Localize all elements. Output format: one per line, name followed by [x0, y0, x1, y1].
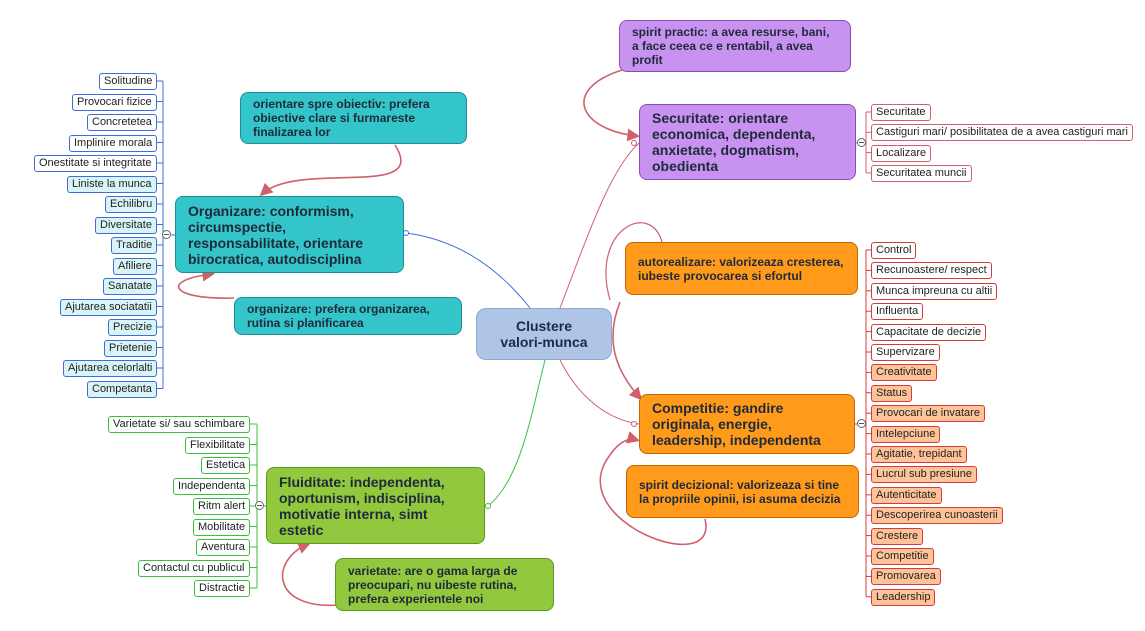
- competitie-item[interactable]: Promovarea: [871, 568, 941, 586]
- note-organizare[interactable]: organizare: prefera organizarea, rutina …: [234, 297, 462, 335]
- competitie-item[interactable]: Crestere: [871, 527, 924, 545]
- topic-fluiditate[interactable]: Fluiditate: independenta, oportunism, in…: [266, 467, 485, 544]
- competitie-item[interactable]: Creativitate: [871, 364, 937, 382]
- fluiditate-item[interactable]: Ritm alert: [193, 498, 251, 515]
- organizare-item[interactable]: Ajutarea celorlalti: [63, 360, 158, 377]
- organizare-item[interactable]: Solitudine: [99, 73, 158, 90]
- securitate-item[interactable]: Securitate: [871, 104, 931, 121]
- competitie-item[interactable]: Capacitate de decizie: [871, 323, 987, 341]
- competitie-item[interactable]: Autenticitate: [871, 486, 942, 504]
- organizare-item[interactable]: Concretetea: [87, 114, 157, 131]
- organizare-item[interactable]: Echilibru: [105, 196, 158, 213]
- fluiditate-item[interactable]: Contactul cu publicul: [138, 559, 250, 577]
- branch-center-fluiditate: [487, 359, 546, 507]
- topic-organizare-label: Organizare: conformism, circumspectie, r…: [188, 202, 364, 267]
- competitie-collapse-toggle[interactable]: [857, 419, 866, 428]
- note-spirit-practic[interactable]: spirit practic: a avea resurse, bani, a …: [619, 20, 851, 72]
- note-autorealizare-label: autorealizare: valorizeaza cresterea, iu…: [638, 254, 844, 283]
- arrow-competitie-note-tip: [609, 431, 641, 456]
- central-topic-label: Clustere valori-munca: [500, 318, 588, 350]
- fluiditate-item[interactable]: Independenta: [173, 477, 251, 495]
- link-competitie-top: [605, 222, 663, 301]
- topic-competitie-label: Competitie: gandire originala, energie, …: [652, 400, 821, 448]
- competitie-item[interactable]: Intelepciune: [871, 425, 941, 443]
- securitate-item[interactable]: Castiguri mari/ posibilitatea de a avea …: [871, 124, 1133, 142]
- competitie-item[interactable]: Competitie: [871, 548, 934, 565]
- competitie-item[interactable]: Control: [871, 242, 917, 259]
- organizare-item[interactable]: Ajutarea sociatatii: [60, 298, 157, 316]
- organizare-collapse-toggle[interactable]: [162, 230, 171, 239]
- note-orientare-obiectiv[interactable]: orientare spre obiectiv: prefera obiecti…: [240, 92, 467, 144]
- fluiditate-item[interactable]: Aventura: [196, 539, 250, 556]
- competitie-item[interactable]: Supervizare: [871, 344, 940, 361]
- note-orientare-obiectiv-label: orientare spre obiectiv: prefera obiecti…: [253, 97, 430, 139]
- connector-endpoint-dot: [631, 140, 637, 146]
- organizare-item[interactable]: Traditie: [111, 237, 158, 254]
- note-spirit-decizional-label: spirit decizional: valorizeaza si tine l…: [639, 477, 841, 506]
- topic-securitate[interactable]: Securitate: orientare economica, depende…: [639, 104, 856, 180]
- note-spirit-decizional[interactable]: spirit decizional: valorizeaza si tine l…: [626, 465, 859, 518]
- note-varietate[interactable]: varietate: are o gama larga de preocupar…: [335, 558, 554, 611]
- fluiditate-item[interactable]: Estetica: [201, 457, 251, 474]
- arrow-note-fluiditate: [282, 541, 341, 607]
- organizare-item[interactable]: Competanta: [87, 380, 157, 398]
- arrow-note-securitate: [583, 69, 641, 142]
- organizare-item[interactable]: Implinire morala: [69, 134, 158, 152]
- competitie-item[interactable]: Influenta: [871, 303, 924, 321]
- competitie-item[interactable]: Recunoastere/ respect: [871, 262, 992, 280]
- arrow-note-organizare: [259, 144, 402, 197]
- organizare-item[interactable]: Onestitate si integritate: [34, 155, 157, 172]
- organizare-item[interactable]: Sanatate: [103, 278, 158, 295]
- fluiditate-item[interactable]: Mobilitate: [193, 518, 251, 536]
- organizare-item[interactable]: Prietenie: [104, 339, 158, 357]
- branch-center-competitie: [559, 359, 640, 425]
- organizare-item[interactable]: Precizie: [108, 319, 158, 336]
- competitie-item[interactable]: Provocari de invatare: [871, 405, 985, 423]
- topic-fluiditate-label: Fluiditate: independenta, oportunism, in…: [279, 473, 445, 538]
- organizare-item[interactable]: Afiliere: [113, 257, 157, 275]
- arrow-competitie-note: [599, 454, 707, 546]
- competitie-item[interactable]: Leadership: [871, 588, 936, 606]
- topic-competitie[interactable]: Competitie: gandire originala, energie, …: [639, 394, 855, 454]
- connector-endpoint-dot: [485, 503, 491, 509]
- competitie-item[interactable]: Descoperirea cunoasterii: [871, 507, 1003, 525]
- arrow-note-competitie: [612, 301, 643, 401]
- fluiditate-item[interactable]: Varietate si/ sau schimbare: [108, 416, 250, 433]
- connector-endpoint-dot: [403, 230, 409, 236]
- organizare-item[interactable]: Liniste la munca: [67, 175, 157, 193]
- competitie-item[interactable]: Agitatie, trepidant: [871, 446, 967, 463]
- connector-endpoint-dot: [631, 421, 637, 427]
- note-varietate-label: varietate: are o gama larga de preocupar…: [348, 563, 518, 606]
- branch-center-organizare: [405, 232, 531, 309]
- topic-organizare[interactable]: Organizare: conformism, circumspectie, r…: [175, 196, 404, 273]
- topic-securitate-label: Securitate: orientare economica, depende…: [652, 110, 816, 174]
- competitie-item[interactable]: Status: [871, 384, 913, 402]
- central-topic[interactable]: Clustere valori-munca: [476, 308, 612, 360]
- competitie-item[interactable]: Lucrul sub presiune: [871, 466, 978, 484]
- securitate-item[interactable]: Localizare: [871, 144, 932, 162]
- competitie-item[interactable]: Munca impreuna cu altii: [871, 282, 998, 300]
- fluiditate-item[interactable]: Distractie: [194, 580, 250, 597]
- organizare-item[interactable]: Provocari fizice: [72, 93, 157, 111]
- arrow-organizare-note: [177, 268, 235, 299]
- note-spirit-practic-label: spirit practic: a avea resurse, bani, a …: [632, 25, 830, 67]
- fluiditate-item[interactable]: Flexibilitate: [185, 436, 251, 454]
- note-organizare-label: organizare: prefera organizarea, rutina …: [247, 302, 430, 330]
- fluiditate-collapse-toggle[interactable]: [255, 501, 264, 510]
- securitate-collapse-toggle[interactable]: [857, 138, 866, 147]
- note-autorealizare[interactable]: autorealizare: valorizeaza cresterea, iu…: [625, 242, 858, 295]
- organizare-item[interactable]: Diversitate: [95, 216, 157, 234]
- securitate-item[interactable]: Securitatea muncii: [871, 164, 972, 182]
- branch-center-securitate: [559, 142, 640, 309]
